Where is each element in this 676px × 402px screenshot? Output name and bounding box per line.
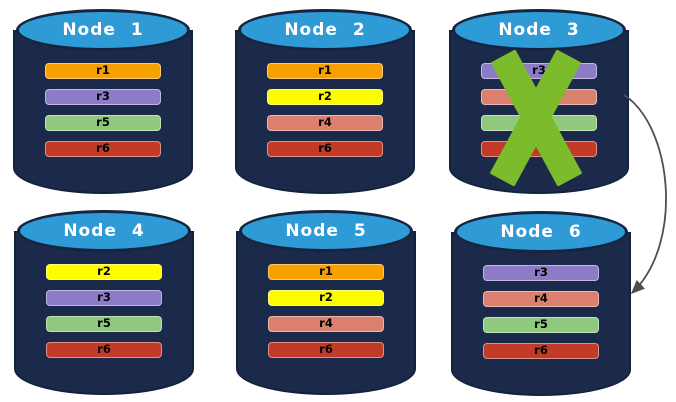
- node-1: Node 1 r1 r3 r5 r6: [12, 9, 194, 195]
- replica-bar: r2: [46, 264, 162, 280]
- replica-bar: r2: [267, 89, 383, 105]
- node-4-title: Node 4: [63, 221, 145, 241]
- node-1-replica-list: r1 r3 r5 r6: [45, 63, 161, 157]
- node-6-title: Node 6: [500, 222, 582, 242]
- replica-bar: r2: [268, 290, 384, 306]
- node-6: Node 6 r3 r4 r5 r6: [450, 211, 632, 397]
- replica-bar: r4: [267, 115, 383, 131]
- replica-bar: r3: [45, 89, 161, 105]
- node-1-title: Node 1: [62, 20, 144, 40]
- node-2-title: Node 2: [284, 20, 366, 40]
- replica-bar: r1: [268, 264, 384, 280]
- replica-bar: r1: [267, 63, 383, 79]
- replica-bar: r6: [45, 141, 161, 157]
- replica-bar: r3: [46, 290, 162, 306]
- replica-bar: r4: [268, 316, 384, 332]
- replica-bar: r1: [45, 63, 161, 79]
- node-5-cylinder-top: Node 5: [239, 210, 413, 252]
- node-6-cylinder-body: [451, 232, 631, 396]
- node-2-cylinder-body: [235, 30, 415, 194]
- replica-bar: r6: [46, 342, 162, 358]
- replica-bar: r6: [267, 141, 383, 157]
- node-2-replica-list: r1 r2 r4 r6: [267, 63, 383, 157]
- node-6-cylinder-top: Node 6: [454, 211, 628, 253]
- replica-bar: r5: [45, 115, 161, 131]
- node-3-cylinder-top: Node 3: [452, 9, 626, 51]
- node-3-title: Node 3: [498, 20, 580, 40]
- node-2-cylinder-top: Node 2: [238, 9, 412, 51]
- replica-bar: r6: [483, 343, 599, 359]
- node-6-replica-list: r3 r4 r5 r6: [483, 265, 599, 359]
- node-4: Node 4 r2 r3 r5 r6: [13, 210, 195, 396]
- node-4-replica-list: r2 r3 r5 r6: [46, 264, 162, 358]
- node-3: Node 3 r3: [448, 9, 630, 195]
- replica-bar: r3: [483, 265, 599, 281]
- failure-x-icon: [489, 50, 583, 186]
- node-1-cylinder-top: Node 1: [16, 9, 190, 51]
- node-5: Node 5 r1 r2 r4 r6: [235, 210, 417, 396]
- replica-bar: r5: [46, 316, 162, 332]
- replica-bar: r6: [268, 342, 384, 358]
- node-4-cylinder-top: Node 4: [17, 210, 191, 252]
- node-5-replica-list: r1 r2 r4 r6: [268, 264, 384, 358]
- node-2: Node 2 r1 r2 r4 r6: [234, 9, 416, 195]
- replica-bar: r5: [483, 317, 599, 333]
- node-5-title: Node 5: [285, 221, 367, 241]
- replica-bar: r4: [483, 291, 599, 307]
